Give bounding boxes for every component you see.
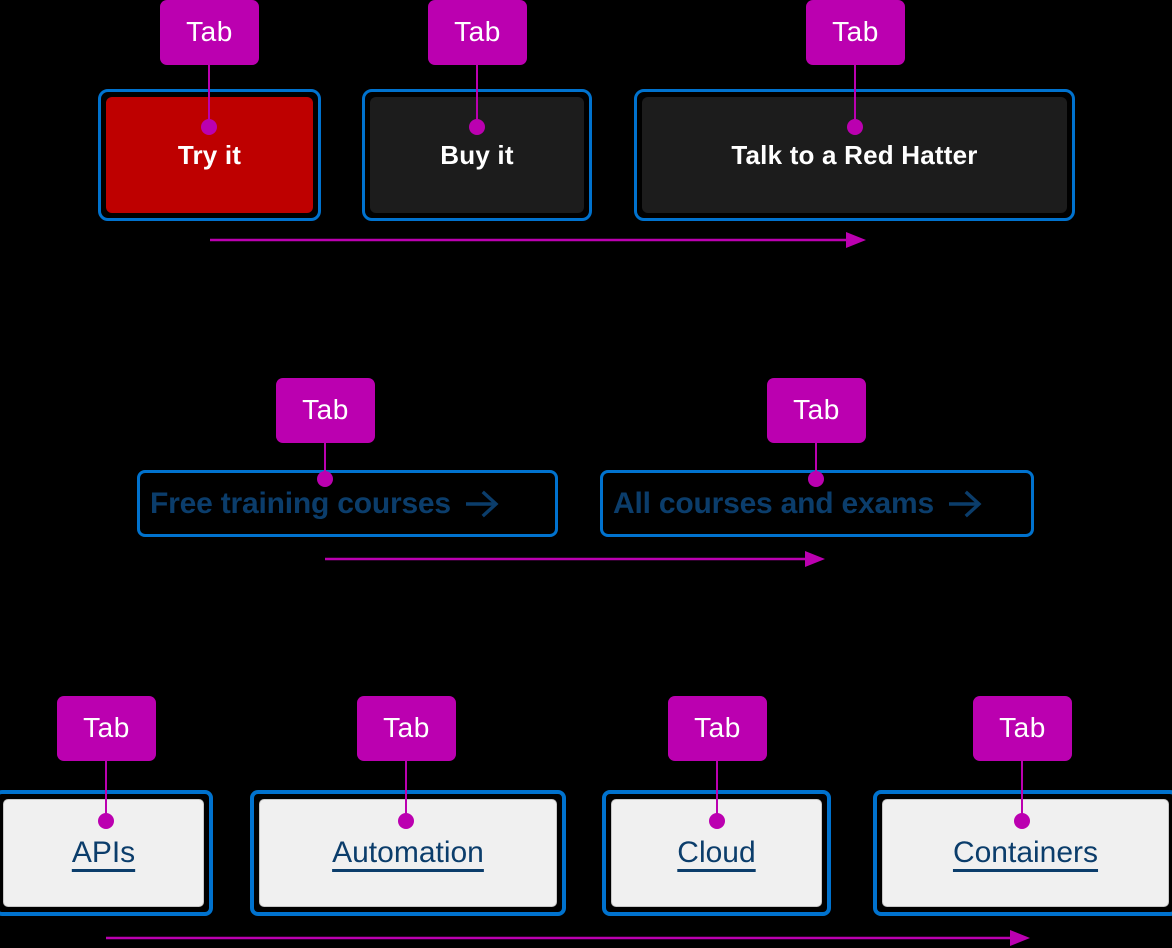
tab-badge-label: Tab	[186, 15, 233, 47]
focus-dot-containers	[1014, 813, 1030, 829]
automation-link[interactable]: Automation	[332, 836, 484, 869]
tab-badge-label: Tab	[694, 711, 741, 743]
connector-line-talk-to-a-red-hatter	[854, 65, 856, 127]
arrow-right-icon	[948, 489, 982, 519]
focus-dot-apis	[98, 813, 114, 829]
focus-dot-automation	[398, 813, 414, 829]
all-courses-and-exams-label: All courses and exams	[613, 486, 934, 520]
focus-ring-containers: Containers	[873, 790, 1172, 916]
connector-line-apis	[105, 761, 107, 821]
tab-badge-label: Tab	[999, 711, 1046, 743]
focus-ring-automation: Automation	[250, 790, 566, 916]
tab-badge-buy-it: Tab	[428, 0, 527, 65]
tab-order-arrow-row-1	[210, 231, 866, 249]
arrow-right-icon	[465, 489, 499, 519]
focus-dot-cloud	[709, 813, 725, 829]
connector-line-cloud	[716, 761, 718, 821]
connector-line-all-courses-and-exams	[815, 443, 817, 485]
free-training-courses-label: Free training courses	[150, 486, 451, 520]
connector-line-try-it	[208, 65, 210, 127]
connector-line-free-training-courses	[324, 443, 326, 485]
tab-badge-try-it: Tab	[160, 0, 259, 65]
tab-badge-free-training-courses: Tab	[276, 378, 375, 443]
tab-badge-talk-to-a-red-hatter: Tab	[806, 0, 905, 65]
apis-link[interactable]: APIs	[71, 836, 136, 869]
free-training-courses-link[interactable]: Free training courses	[140, 487, 509, 521]
tab-order-arrow-row-3	[106, 929, 1030, 947]
connector-line-buy-it	[476, 65, 478, 127]
tab-badge-label: Tab	[832, 15, 879, 47]
tab-badge-label: Tab	[793, 393, 840, 425]
containers-link[interactable]: Containers	[952, 836, 1099, 869]
tab-badge-label: Tab	[383, 711, 430, 743]
focus-dot-buy-it	[469, 119, 485, 135]
tab-badge-cloud: Tab	[668, 696, 767, 761]
tab-badge-label: Tab	[302, 393, 349, 425]
tab-badge-label: Tab	[83, 711, 130, 743]
focus-dot-all-courses-and-exams	[808, 471, 824, 487]
tab-badge-apis: Tab	[57, 696, 156, 761]
focus-dot-free-training-courses	[317, 471, 333, 487]
cloud-link[interactable]: Cloud	[677, 836, 756, 869]
tab-badge-containers: Tab	[973, 696, 1072, 761]
all-courses-and-exams-link[interactable]: All courses and exams	[603, 487, 992, 521]
connector-line-containers	[1021, 761, 1023, 821]
focus-ring-free-training-courses: Free training courses	[137, 470, 558, 537]
tab-badge-all-courses-and-exams: Tab	[767, 378, 866, 443]
focus-dot-try-it	[201, 119, 217, 135]
tab-badge-automation: Tab	[357, 696, 456, 761]
tab-badge-label: Tab	[454, 15, 501, 47]
focus-dot-talk-to-a-red-hatter	[847, 119, 863, 135]
connector-line-automation	[405, 761, 407, 821]
tab-order-arrow-row-2	[325, 550, 825, 568]
